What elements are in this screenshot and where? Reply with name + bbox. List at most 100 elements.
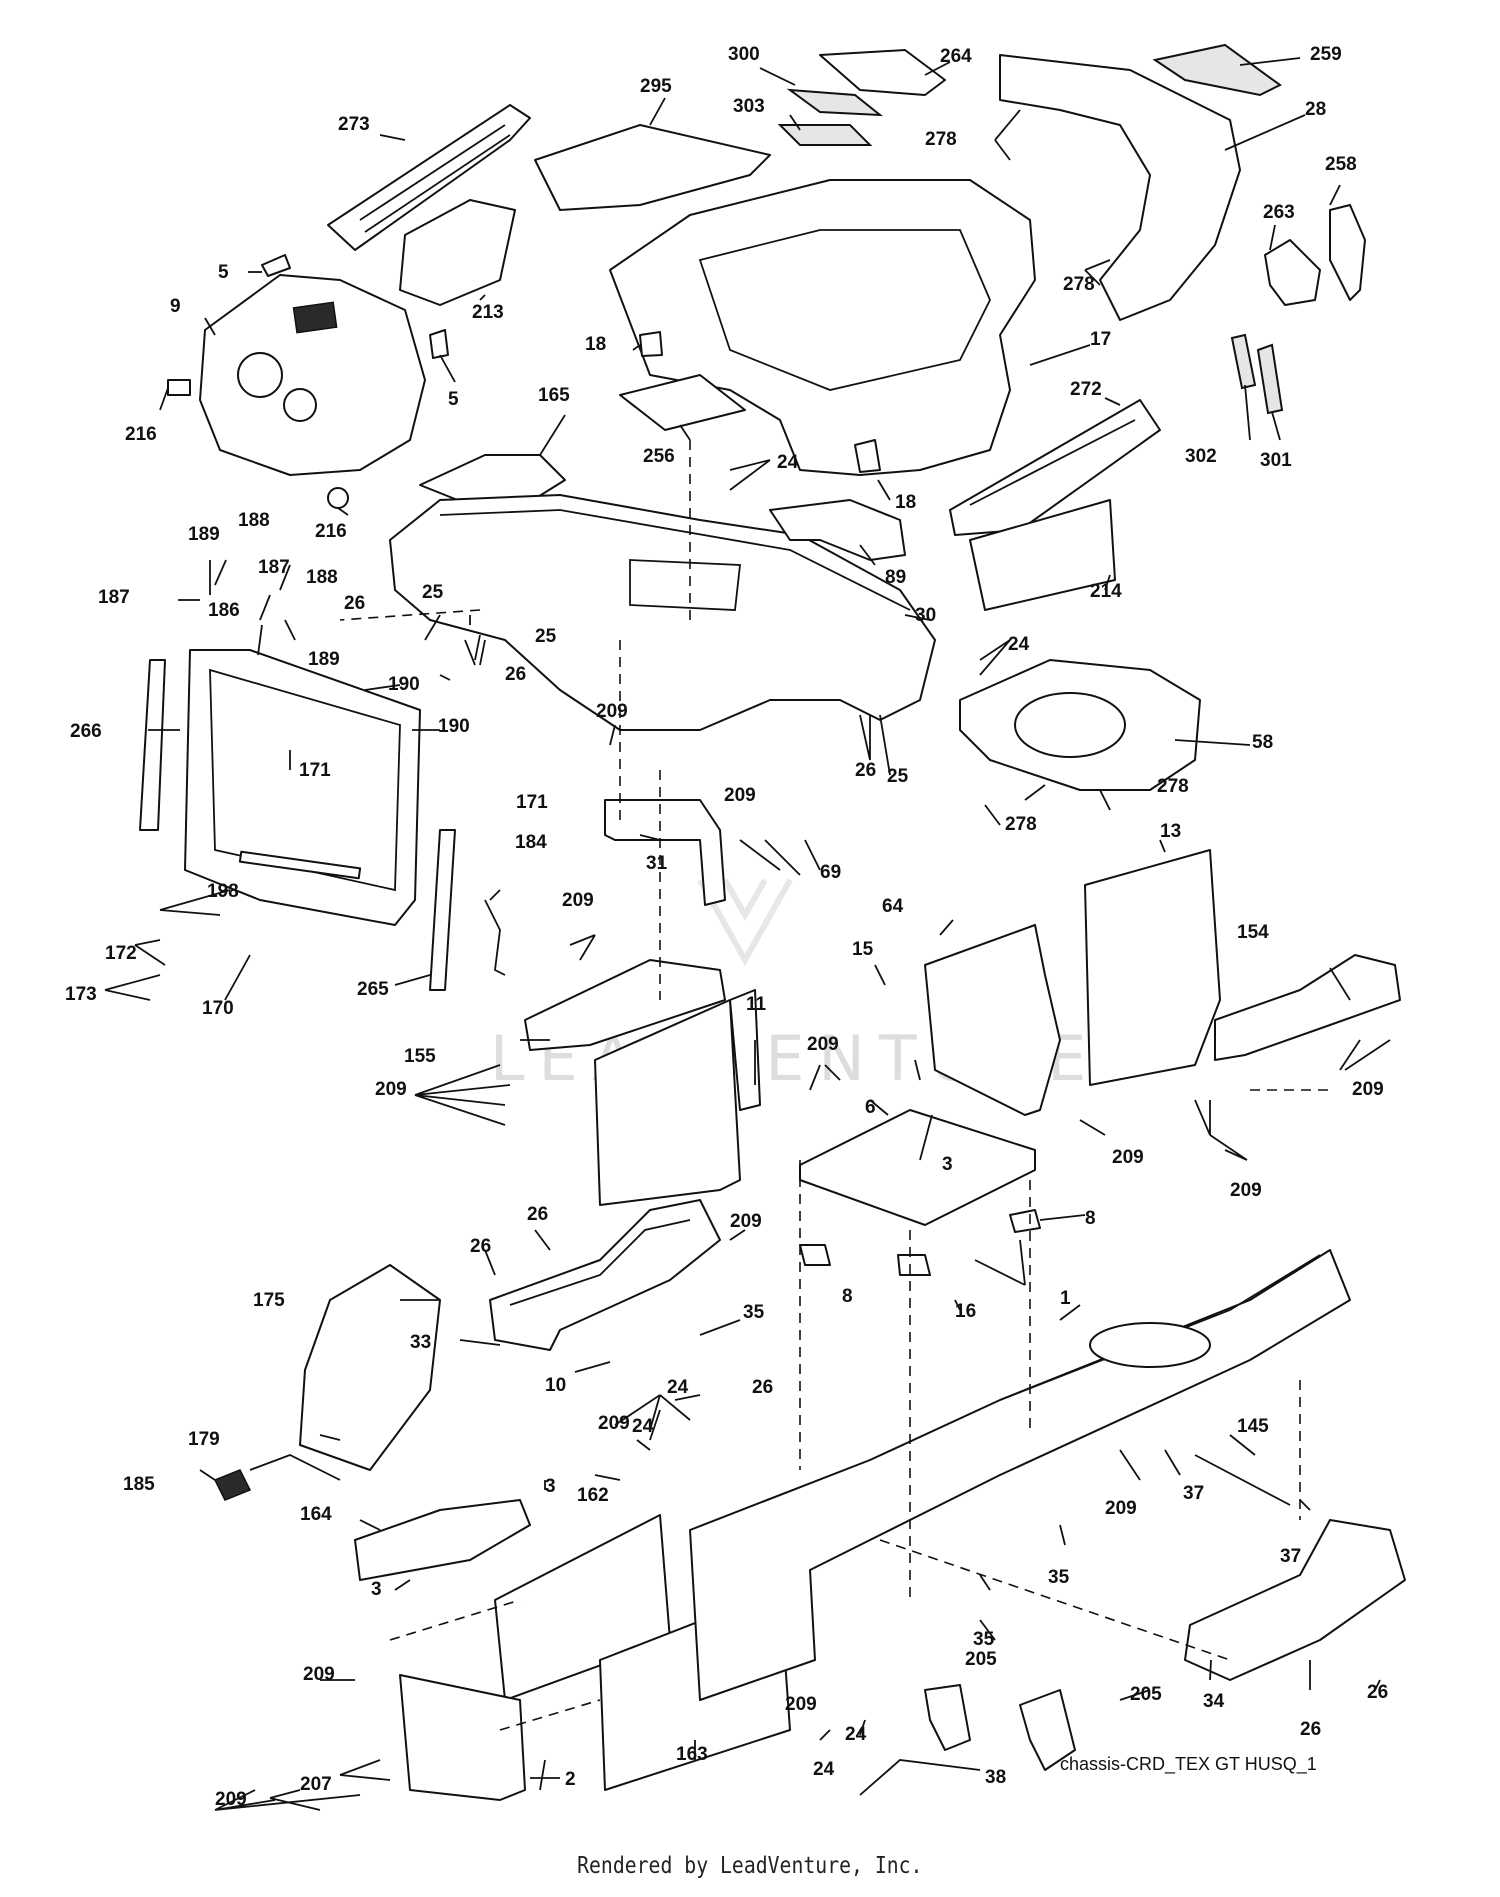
callout-26: 26 [752, 1377, 773, 1398]
part-266-rail [139, 659, 166, 831]
callout-26: 26 [1367, 1682, 1388, 1703]
callout-28: 28 [1305, 99, 1326, 120]
callout-24: 24 [1008, 634, 1030, 655]
callout-179: 179 [188, 1429, 220, 1450]
part-303-vent [777, 124, 873, 146]
callout-259: 259 [1310, 44, 1342, 65]
callout-207: 207 [300, 1774, 332, 1795]
callout-186: 186 [208, 600, 240, 621]
part-9-display [292, 301, 338, 334]
callout-24: 24 [845, 1724, 867, 1745]
callout-3: 3 [942, 1154, 953, 1175]
callout-189: 189 [308, 649, 340, 670]
part-64-plate [924, 924, 1061, 1116]
callout-25: 25 [535, 626, 557, 647]
callout-173: 173 [65, 984, 97, 1005]
callout-64: 64 [882, 896, 904, 917]
assembly-lines [339, 440, 1330, 1731]
callout-58: 58 [1252, 732, 1273, 753]
callout-3: 3 [545, 1476, 556, 1497]
callout-26: 26 [855, 760, 876, 781]
callout-38: 38 [985, 1767, 1006, 1788]
callout-213: 213 [472, 302, 504, 323]
callout-18: 18 [895, 492, 916, 513]
callout-264: 264 [940, 46, 972, 67]
part-18-clip-a [639, 331, 663, 357]
part-17-hood [609, 179, 1036, 476]
callout-24: 24 [667, 1377, 689, 1398]
callout-31: 31 [646, 853, 668, 874]
callout-175: 175 [253, 1290, 285, 1311]
part-154-bracket [1214, 954, 1401, 1061]
part-38-bracket-a [924, 1684, 971, 1751]
callout-15: 15 [852, 939, 874, 960]
callout-190: 190 [438, 716, 470, 737]
part-18-clip-b [854, 439, 881, 473]
callout-209: 209 [785, 1694, 817, 1715]
part-155-bracket [524, 959, 726, 1051]
part-33-footrest [489, 1199, 721, 1351]
leader-lines [104, 57, 1391, 1811]
callout-278: 278 [1063, 274, 1095, 295]
parts-layer [139, 43, 1406, 1801]
callout-188: 188 [238, 510, 270, 531]
part-8-clip-c [1009, 1209, 1041, 1233]
callout-278: 278 [1157, 776, 1189, 797]
callout-265: 265 [357, 979, 389, 1000]
part-9-dash-panel [199, 274, 426, 476]
part-175-shield [299, 1264, 441, 1471]
callout-8: 8 [1085, 1208, 1096, 1229]
callout-165: 165 [538, 385, 570, 406]
part-263-housing [1264, 239, 1321, 306]
callout-209: 209 [1105, 1498, 1137, 1519]
callout-205: 205 [965, 1649, 997, 1670]
callout-198: 198 [207, 881, 239, 902]
part-170-seat-inner [209, 668, 401, 892]
callout-301: 301 [1260, 450, 1292, 471]
callout-209: 209 [215, 1789, 247, 1810]
callout-209: 209 [375, 1079, 407, 1100]
callout-278: 278 [1005, 814, 1037, 835]
callout-37: 37 [1280, 1546, 1301, 1567]
part-301-grille [1256, 343, 1284, 415]
part-31-bracket [604, 799, 726, 906]
callout-209: 209 [303, 1664, 335, 1685]
callout-278: 278 [925, 129, 957, 150]
callout-209: 209 [596, 701, 628, 722]
callout-11: 11 [746, 994, 767, 1015]
callout-184: 184 [515, 832, 547, 853]
part-5-clip-a [261, 254, 291, 277]
callout-34: 34 [1203, 1691, 1225, 1712]
callout-172: 172 [105, 943, 137, 964]
part-302-grille [1230, 333, 1257, 390]
part-30-fender-well [629, 559, 742, 611]
part-216-knob-b [327, 487, 349, 509]
callout-266: 266 [70, 721, 102, 742]
part-8-clip-b [897, 1254, 931, 1276]
part-8-clip-a [799, 1244, 831, 1266]
callout-187: 187 [98, 587, 130, 608]
callout-33: 33 [410, 1332, 431, 1353]
callout-30: 30 [915, 605, 936, 626]
callout-300: 300 [728, 44, 760, 65]
callout-24: 24 [813, 1759, 835, 1780]
part-1-frame-top [999, 1254, 1321, 1401]
callout-170: 170 [202, 998, 234, 1019]
callout-189: 189 [188, 524, 220, 545]
callout-24: 24 [632, 1416, 654, 1437]
part-264-panel [819, 49, 946, 96]
callout-273: 273 [338, 114, 370, 135]
callout-9: 9 [170, 296, 181, 317]
part-184-spring [484, 899, 506, 976]
part-17-hood-inner [698, 229, 991, 391]
part-38-bracket-b [1019, 1689, 1076, 1771]
callout-17: 17 [1090, 329, 1111, 350]
callout-295: 295 [640, 76, 672, 97]
footer-credit: Rendered by LeadVenture, Inc. [0, 1853, 1500, 1879]
callout-37: 37 [1183, 1483, 1204, 1504]
callout-26: 26 [1300, 1719, 1321, 1740]
part-145-brace [1194, 1454, 1291, 1506]
callout-3: 3 [371, 1579, 382, 1600]
callout-209: 209 [598, 1413, 630, 1434]
